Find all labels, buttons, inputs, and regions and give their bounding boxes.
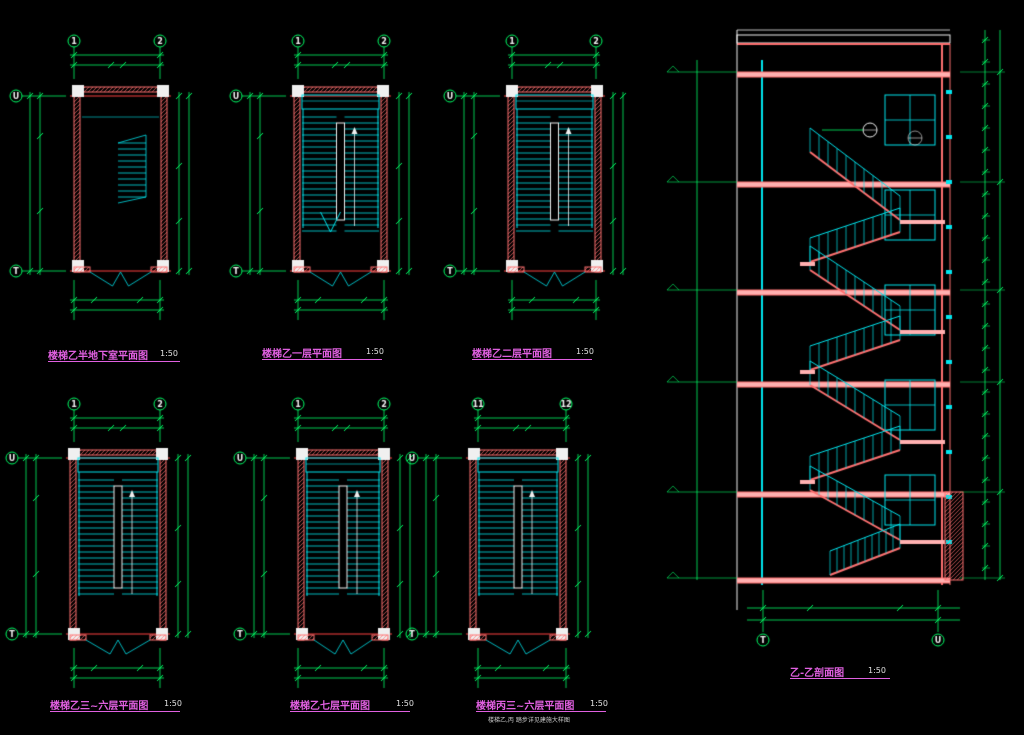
plan-scale-first-floor: 1:50 (366, 347, 384, 356)
plan-scale-basement: 1:50 (160, 349, 178, 358)
plan-scale-seventh-floor: 1:50 (396, 699, 414, 708)
plan-title-basement: 楼梯乙半地下室平面图 (48, 351, 148, 362)
drawing-footnote: 楼梯乙,丙 踏步详见建施大样图 (488, 717, 570, 724)
title-underline (50, 711, 180, 712)
title-underline (262, 359, 382, 360)
title-underline (476, 711, 606, 712)
plan-title-seventh-floor: 楼梯乙七层平面图 (290, 701, 370, 712)
section-scale: 1:50 (868, 666, 886, 675)
plan-title-stair-c: 楼梯丙三~六层平面图 (476, 701, 575, 712)
plan-scale-stair-c: 1:50 (590, 699, 608, 708)
plan-title-second-floor: 楼梯乙二层平面图 (472, 349, 552, 360)
title-underline (472, 359, 592, 360)
plan-scale-third-sixth-floor: 1:50 (164, 699, 182, 708)
title-underline (790, 678, 890, 679)
plan-scale-second-floor: 1:50 (576, 347, 594, 356)
plan-title-first-floor: 楼梯乙一层平面图 (262, 349, 342, 360)
title-underline (290, 711, 410, 712)
section-title: 乙-乙剖面图 (790, 668, 845, 679)
plan-title-third-sixth-floor: 楼梯乙三~六层平面图 (50, 701, 149, 712)
title-underline (48, 361, 180, 362)
